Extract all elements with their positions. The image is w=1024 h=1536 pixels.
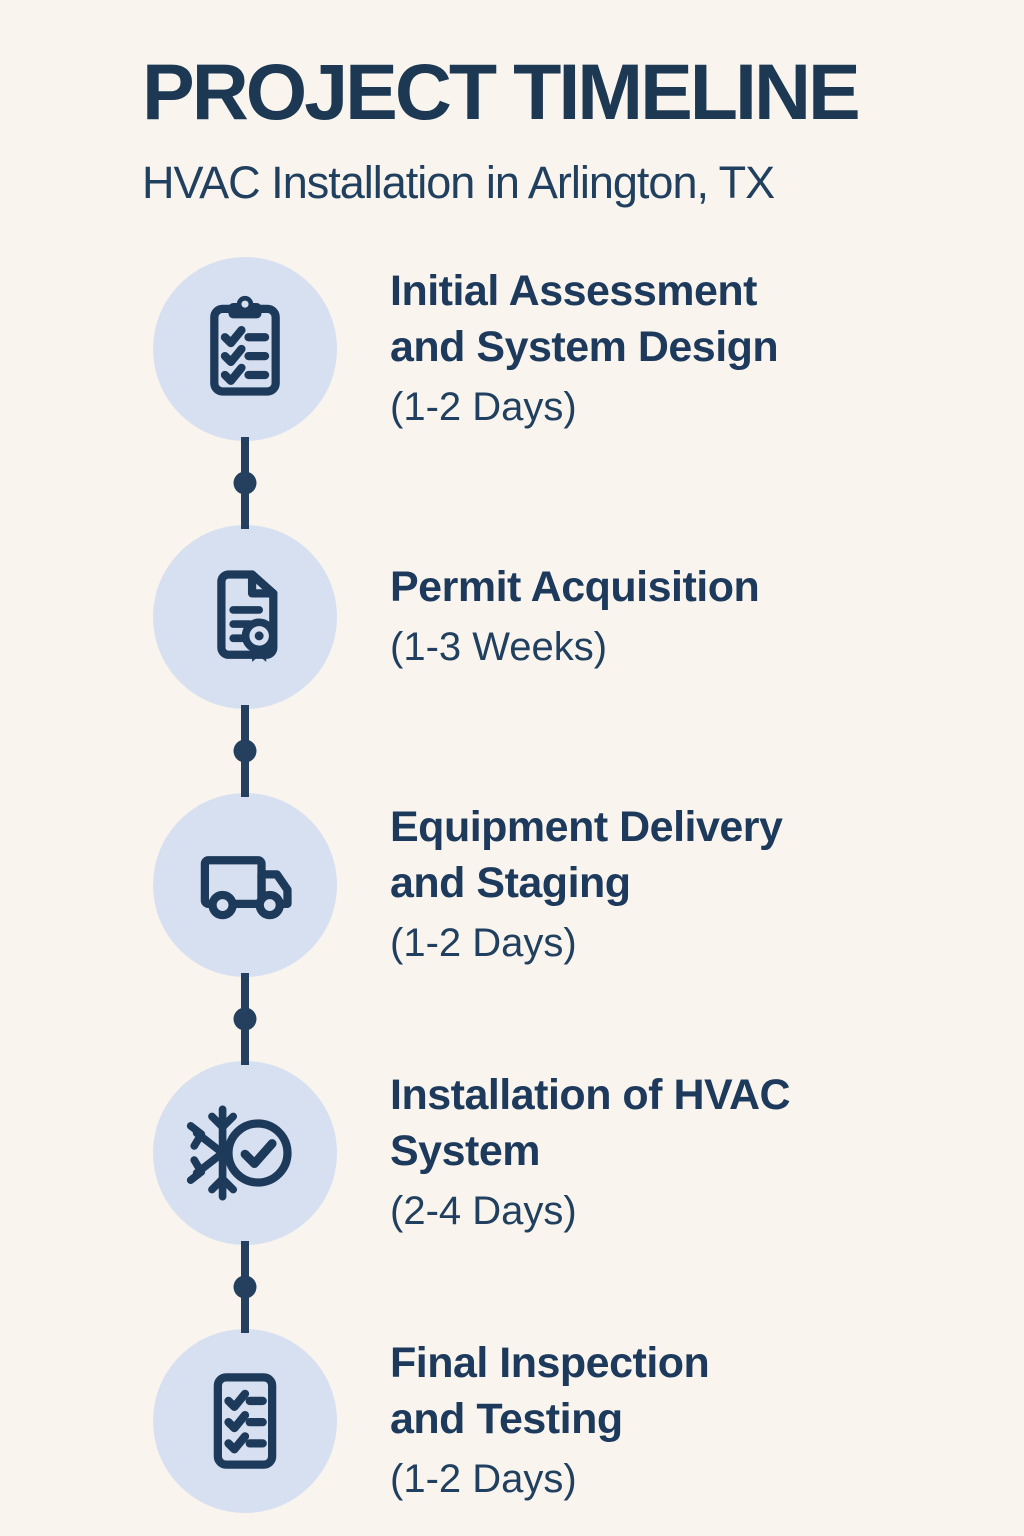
step-title: Initial Assessment and System Design [390, 267, 779, 371]
step-icon-circle [153, 257, 337, 441]
step-duration: (1-3 Weeks) [390, 624, 608, 669]
connector-dot [233, 739, 257, 763]
permit-document-seal-icon [217, 570, 278, 662]
timeline-connector [153, 705, 337, 797]
step-icon-circle [153, 1061, 337, 1245]
step-text: Initial Assessment and System Design (1-… [390, 264, 779, 434]
page-subtitle: HVAC Installation in Arlington, TX [142, 157, 775, 208]
step-title: Equipment Delivery and Staging [390, 803, 783, 907]
timeline-step-equipment-delivery: Equipment Delivery and Staging (1-2 Days… [153, 793, 1024, 977]
connector-dot [233, 471, 257, 495]
step-title: Final Inspection and Testing [390, 1339, 710, 1443]
header: PROJECT TIMELINE HVAC Installation in Ar… [0, 0, 1024, 209]
step-duration: (2-4 Days) [390, 1188, 577, 1233]
clipboard-checklist-icon [210, 295, 280, 396]
step-icon-circle [153, 525, 337, 709]
timeline-step-initial-assessment: Initial Assessment and System Design (1-… [153, 257, 1024, 441]
delivery-truck-icon [200, 856, 292, 920]
step-duration: (1-2 Days) [390, 384, 577, 429]
connector-dot [233, 1007, 257, 1031]
step-text: Final Inspection and Testing (1-2 Days) [390, 1336, 710, 1506]
page-title: PROJECT TIMELINE [142, 47, 861, 136]
step-title: Permit Acquisition [390, 563, 760, 612]
timeline-step-final-inspection: Final Inspection and Testing (1-2 Days) [153, 1329, 1024, 1513]
snowflake-check-icon [186, 1105, 292, 1201]
timeline: Initial Assessment and System Design (1-… [153, 257, 1024, 1513]
step-text: Installation of HVAC System (2-4 Days) [390, 1068, 791, 1238]
timeline-step-permit-acquisition: Permit Acquisition (1-3 Weeks) [153, 525, 1024, 709]
step-text: Permit Acquisition (1-3 Weeks) [390, 560, 760, 674]
timeline-step-hvac-installation: Installation of HVAC System (2-4 Days) [153, 1061, 1024, 1245]
step-icon-circle [153, 793, 337, 977]
step-title: Installation of HVAC System [390, 1071, 791, 1175]
timeline-connector [153, 437, 337, 529]
connector-dot [233, 1275, 257, 1299]
checklist-icon [213, 1373, 277, 1469]
step-duration: (1-2 Days) [390, 920, 577, 965]
step-icon-circle [153, 1329, 337, 1513]
step-duration: (1-2 Days) [390, 1456, 577, 1501]
timeline-connector [153, 973, 337, 1065]
timeline-connector [153, 1241, 337, 1333]
step-text: Equipment Delivery and Staging (1-2 Days… [390, 800, 783, 970]
